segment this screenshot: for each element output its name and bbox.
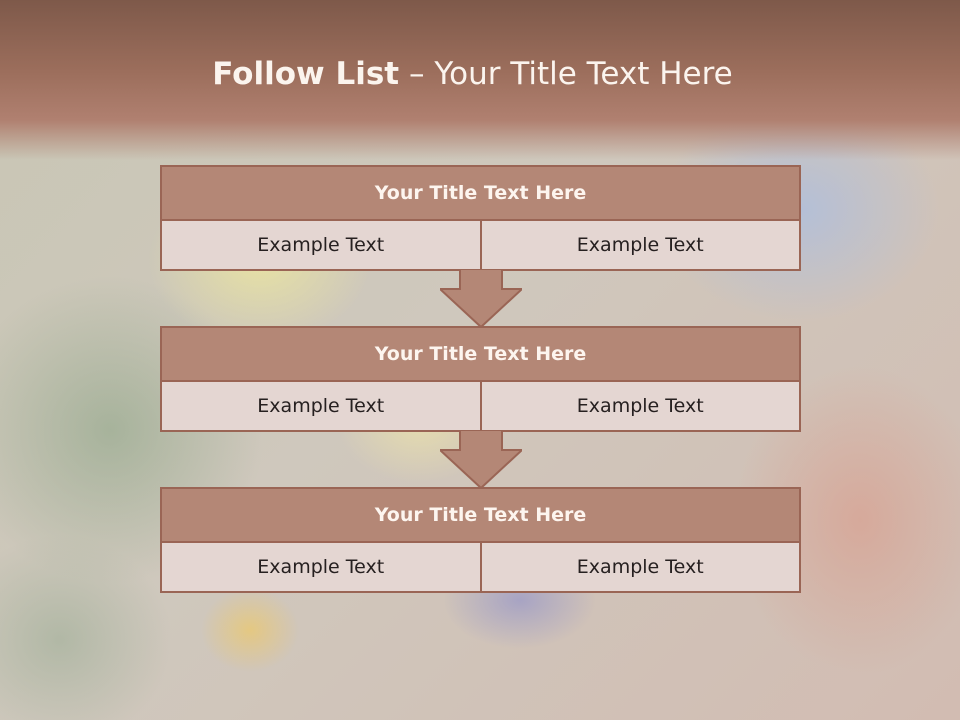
step-cell-2-left: Example Text [160, 382, 482, 432]
step-row-1: Example Text Example Text [160, 221, 801, 271]
step-block-2: Your Title Text Here Example Text Exampl… [160, 326, 801, 432]
step-row-3: Example Text Example Text [160, 543, 801, 593]
title-rest: – Your Title Text Here [399, 56, 733, 92]
slide-title: Follow List – Your Title Text Here [0, 56, 945, 92]
step-block-1: Your Title Text Here Example Text Exampl… [160, 165, 801, 271]
step-cell-2-right: Example Text [481, 382, 801, 432]
step-cell-1-right: Example Text [481, 221, 801, 271]
step-block-3: Your Title Text Here Example Text Exampl… [160, 487, 801, 593]
title-bold: Follow List [212, 56, 400, 92]
step-cell-1-left: Example Text [160, 221, 482, 271]
step-cell-3-right: Example Text [481, 543, 801, 593]
down-arrow-icon-2 [440, 430, 522, 490]
step-cell-3-left: Example Text [160, 543, 482, 593]
step-row-2: Example Text Example Text [160, 382, 801, 432]
down-arrow-icon-1 [440, 269, 522, 329]
step-title-1: Your Title Text Here [160, 165, 801, 221]
header-band [0, 0, 960, 160]
step-title-3: Your Title Text Here [160, 487, 801, 543]
step-title-2: Your Title Text Here [160, 326, 801, 382]
